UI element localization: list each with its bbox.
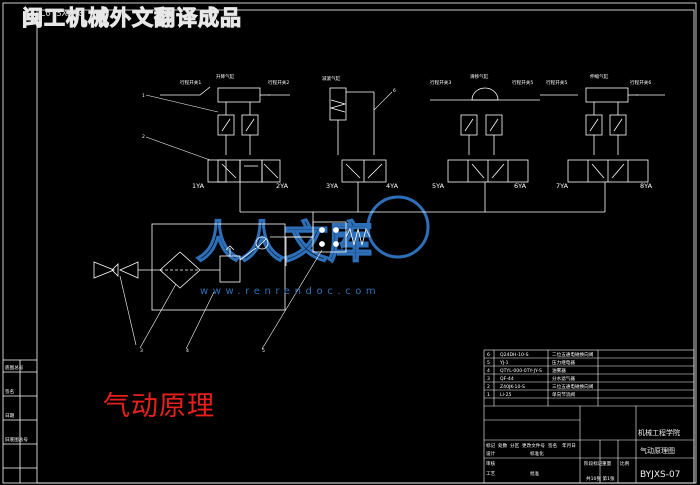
drawing-number-tab: L0YSXKA0 [40, 9, 84, 19]
part-name: 油雾器 [552, 367, 566, 374]
watermark-logo: 人人文库 [195, 195, 430, 270]
part-no: 1 [487, 392, 490, 398]
callout-numbers: 1 2 6 3 4 5 [140, 88, 396, 354]
part-name: 压力继电器 [552, 359, 575, 366]
supply-line [239, 182, 606, 266]
tb-row: 批准 [530, 470, 540, 477]
part-name: 分水滤气器 [552, 375, 575, 382]
part-no: 4 [487, 368, 490, 374]
cylinder-3 [430, 87, 540, 155]
cylinder-name: 伸缩气缸 [590, 73, 609, 80]
tb-cell: 阶段标记 [584, 460, 603, 467]
switch-label: 行程开关5 [512, 79, 533, 86]
valve-label: 4YA [386, 182, 399, 190]
tb-row: 处数 [498, 442, 508, 449]
part-no: 6 [487, 352, 490, 358]
tb-cell: 共10张 第1张 [586, 475, 615, 482]
callout-number: 1 [142, 93, 145, 99]
solenoid-valves [207, 159, 649, 183]
tb-row: 标记 [486, 442, 496, 449]
switch-label: 行程开关5 [546, 79, 567, 86]
callout-number: 6 [393, 88, 396, 94]
drawing-code: BYJXS-07 [640, 470, 681, 480]
part-code: Q24DH-10-S [500, 352, 529, 358]
title-block [483, 349, 695, 484]
tb-cell: 重量 [602, 460, 612, 467]
valve-label: 7YA [556, 182, 569, 190]
part-no: 3 [487, 376, 490, 382]
valve-labels: 1YA 2YA 3YA 4YA 5YA 6YA 7YA 8YA [192, 182, 653, 190]
tb-row: 标准化 [530, 450, 544, 457]
callout-number: 2 [142, 134, 145, 140]
cylinder-name: 减紧气缸 [322, 75, 341, 82]
cylinder-name: 滑移气缸 [470, 73, 489, 80]
switch-label: 行程开关6 [630, 79, 651, 86]
parts-list: 6 Q24DH-10-S 二位五通电磁换向阀 5 YJ-1 压力继电器 4 QT… [487, 351, 594, 398]
side-label: 底图总号 [5, 364, 24, 371]
part-no: 5 [487, 360, 490, 366]
tb-row: 签名 [548, 442, 557, 449]
valve-label: 3YA [326, 182, 339, 190]
tb-row: 设计 [486, 450, 496, 457]
school-name: 机械工程学院 [638, 429, 680, 437]
cylinder-labels: 行程开关1 升降气缸 行程开关2 减紧气缸 行程开关3 滑移气缸 行程开关5 行… [180, 73, 651, 86]
cylinder-4 [540, 87, 665, 155]
tb-row: 更改文件号 [522, 442, 545, 449]
part-code: QTYL-000-0TY-JY-S [500, 368, 542, 374]
title-block-rows: 标记 处数 分区 更改文件号 签名 年月日 设计 标准化 审核 工艺 批准 阶段… [486, 442, 630, 482]
main-relief-valve [312, 221, 371, 253]
valve-label: 6YA [514, 182, 527, 190]
part-code: QF-44 [500, 376, 514, 382]
side-label: 旧底图总号 [5, 436, 28, 443]
part-code: YJ-1 [499, 360, 509, 366]
tb-cell: 比例 [620, 460, 630, 467]
tb-row: 审核 [486, 460, 496, 467]
cylinder-1 [160, 86, 290, 155]
callout-number: 4 [186, 348, 189, 354]
switch-label: 行程开关2 [268, 79, 289, 86]
tb-row: 分区 [510, 442, 520, 449]
drawing-name: 气动原理图 [640, 447, 675, 455]
callout-leaders [119, 91, 393, 350]
valve-label: 8YA [640, 182, 653, 190]
part-name: 三位五通电磁换向阀 [552, 383, 594, 390]
valve-label: 2YA [276, 182, 289, 190]
part-name: 二位五通电磁换向阀 [552, 351, 594, 358]
callout-number: 5 [262, 348, 265, 354]
tb-row: 工艺 [486, 471, 496, 477]
side-label: 日期 [5, 413, 15, 419]
cylinder-2 [329, 87, 375, 155]
side-block: 底图总号 签名 日期 旧底图总号 [5, 364, 28, 443]
switch-label: 行程开关1 [180, 79, 201, 86]
part-code: Z40JK-10-S [500, 384, 525, 390]
drawing-title: 气动原理 [103, 391, 215, 422]
valve-label: 1YA [192, 182, 205, 190]
valve-label: 5YA [432, 182, 445, 190]
callout-number: 3 [140, 348, 143, 354]
part-no: 2 [487, 384, 490, 390]
switch-label: 行程开关3 [430, 79, 451, 86]
svg-text:人人文库: 人人文库 [196, 217, 372, 268]
side-label: 签名 [5, 388, 14, 395]
part-code: LI-25 [500, 392, 511, 398]
cylinder-name: 升降气缸 [216, 73, 235, 80]
watermark-url: www.renrendoc.com [200, 286, 381, 297]
air-source-unit [93, 223, 286, 311]
tb-row: 年月日 [562, 442, 576, 449]
source-banner: 闽工机械外文翻译成品 [22, 6, 242, 31]
part-name: 单向节流阀 [552, 391, 575, 398]
